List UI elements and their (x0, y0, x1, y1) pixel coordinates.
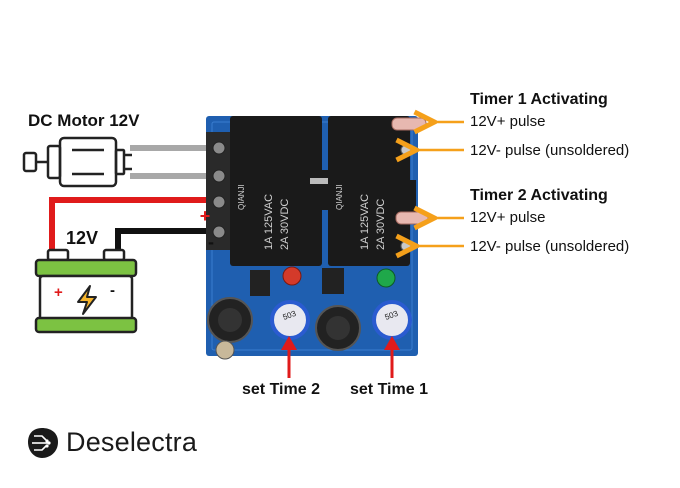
relay-2-rating-1: 1A 125VAC (359, 194, 371, 250)
black-ground-wire (115, 228, 222, 252)
pcb-board (206, 116, 418, 360)
battery-voltage-label: 12V (66, 228, 99, 248)
brand-logo-spacer (26, 425, 60, 459)
set-time-2-label: set Time 2 (242, 381, 320, 398)
battery-plus-label: + (54, 284, 63, 301)
relay-1-brand: QIANJI (237, 184, 246, 210)
pot-2-code: 503 (282, 309, 298, 322)
battery-minus-label: - (110, 282, 115, 299)
timer-arrows (414, 122, 464, 246)
set-time-1-label: set Time 1 (350, 381, 428, 398)
brand-name: Deselectra (66, 426, 198, 457)
relay-1-rating-2: 2A 30VDC (279, 199, 291, 250)
motor-label: DC Motor 12V (28, 111, 140, 130)
timer1-title: Timer 1 Activating (470, 91, 608, 108)
red-power-wire (49, 197, 222, 252)
pot-1-code: 503 (384, 309, 400, 322)
timer1-pulse-minus: 12V- pulse (unsoldered) (470, 142, 630, 159)
timer2-pulse-plus: 12V+ pulse (470, 209, 546, 226)
relay-1-rating-1: 1A 125VAC (263, 194, 275, 250)
brand-logo: Deselectra (26, 422, 197, 462)
set-time-arrows (281, 336, 400, 378)
battery-icon (34, 248, 138, 334)
terminal-minus: - (208, 232, 214, 252)
relay-2-brand: QIANJI (335, 184, 344, 210)
timer2-title: Timer 2 Activating (470, 187, 608, 204)
timer2-pulse-minus: 12V- pulse (unsoldered) (470, 238, 630, 255)
brand-logo-icon (28, 428, 58, 458)
terminal-plus: + (200, 206, 211, 226)
timer1-pulse-plus: 12V+ pulse (470, 113, 546, 130)
relay-2-rating-2: 2A 30VDC (375, 199, 387, 250)
motor-icon (22, 136, 132, 188)
lightning-icon (77, 285, 97, 315)
